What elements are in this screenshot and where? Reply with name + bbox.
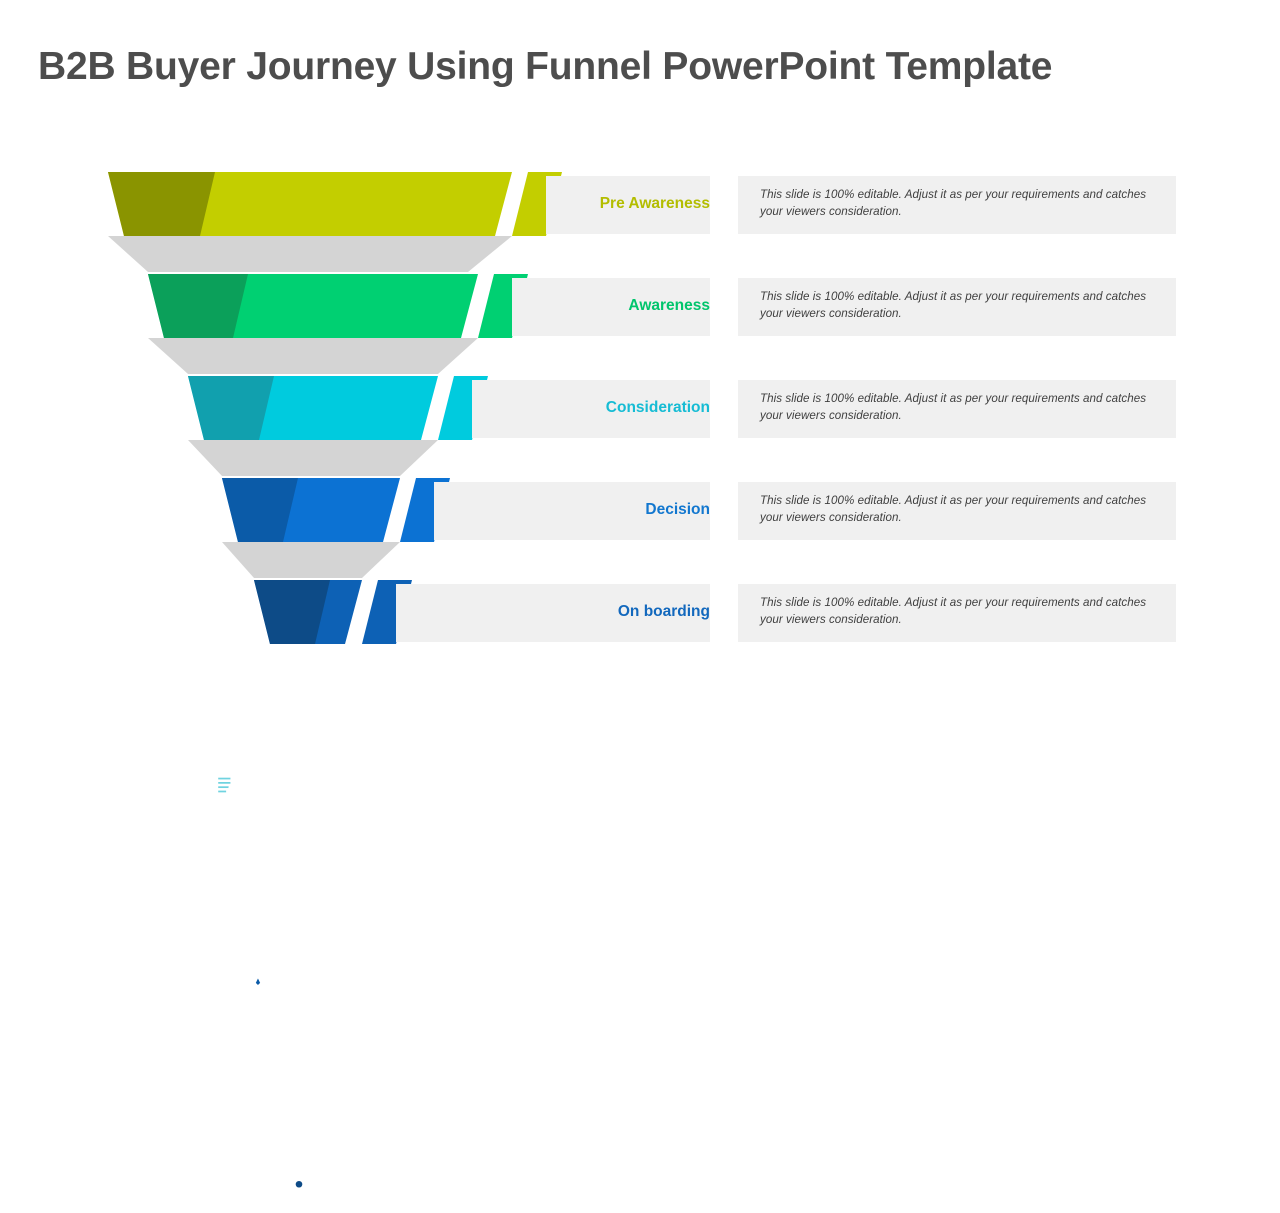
stage-label-consideration: Consideration — [605, 399, 710, 416]
stage-description-box-consideration: This slide is 100% editable. Adjust it a… — [738, 380, 1176, 438]
funnel-row-awareness[interactable]: Awareness This slide is 100% editable. A… — [0, 274, 1280, 591]
funnel-shadow-2 — [148, 338, 478, 374]
rocket-icon — [276, 1167, 322, 1213]
stage-description-box-pre-awareness: This slide is 100% editable. Adjust it a… — [738, 176, 1176, 234]
stage-description-text: This slide is 100% editable. Adjust it a… — [760, 188, 1147, 218]
stage-description-box-on-boarding: This slide is 100% editable. Adjust it a… — [738, 584, 1176, 642]
businessman-arrows-icon — [240, 962, 286, 1008]
funnel-stage-shape-2 — [148, 274, 528, 338]
funnel-shadow-3 — [188, 440, 438, 476]
funnel-shadow-group — [108, 236, 512, 578]
stage-3-icon-panel — [188, 376, 274, 440]
stage-label-box-2 — [512, 278, 710, 336]
stage-description-text: This slide is 100% editable. Adjust it a… — [760, 494, 1147, 524]
document-pencil-icon — [206, 759, 252, 805]
stage-label-box-group — [396, 176, 710, 642]
stage-1-icon-panel — [108, 172, 215, 236]
stage-label-box-4 — [434, 482, 710, 540]
funnel-row-decision[interactable]: Decision This slide is 100% editable. Ad… — [0, 478, 1280, 1004]
stage-label-decision: Decision — [645, 501, 710, 518]
stage-label-box-1 — [546, 176, 710, 234]
funnel-shadow-1 — [108, 236, 512, 272]
funnel-shadow-4 — [222, 542, 400, 578]
funnel-diagram: Pre Awareness This slide is 100% editabl… — [0, 172, 1280, 1208]
funnel-shapes — [108, 172, 710, 644]
stage-label-box-5 — [396, 584, 710, 642]
stage-description-text: This slide is 100% editable. Adjust it a… — [760, 392, 1147, 422]
head-arrows-icon — [172, 555, 218, 601]
stage-description-box-awareness: This slide is 100% editable. Adjust it a… — [738, 278, 1176, 336]
stage-4-icon-panel — [222, 478, 298, 542]
funnel-row-pre-awareness[interactable]: Pre Awareness This slide is 100% editabl… — [0, 172, 1280, 384]
funnel-row-consideration[interactable]: Consideration This slide is 100% editabl… — [0, 376, 1280, 797]
stage-label-pre-awareness: Pre Awareness — [599, 195, 710, 212]
stage-description-text: This slide is 100% editable. Adjust it a… — [760, 290, 1147, 320]
heads-exchange-icon — [130, 353, 176, 399]
stage-label-on-boarding: On boarding — [617, 603, 710, 620]
page-title: B2B Buyer Journey Using Funnel PowerPoin… — [38, 45, 1053, 88]
stage-description-text: This slide is 100% editable. Adjust it a… — [760, 596, 1147, 626]
funnel-row-on-boarding[interactable]: On boarding This slide is 100% editable.… — [0, 580, 1280, 1208]
stage-description-box-decision: This slide is 100% editable. Adjust it a… — [738, 482, 1176, 540]
funnel-stage-shape-5 — [254, 580, 412, 644]
stage-label-box-3 — [472, 380, 710, 438]
stage-2-icon-panel — [148, 274, 248, 338]
stage-5-icon-panel — [254, 580, 330, 644]
stage-label-awareness: Awareness — [628, 297, 710, 314]
